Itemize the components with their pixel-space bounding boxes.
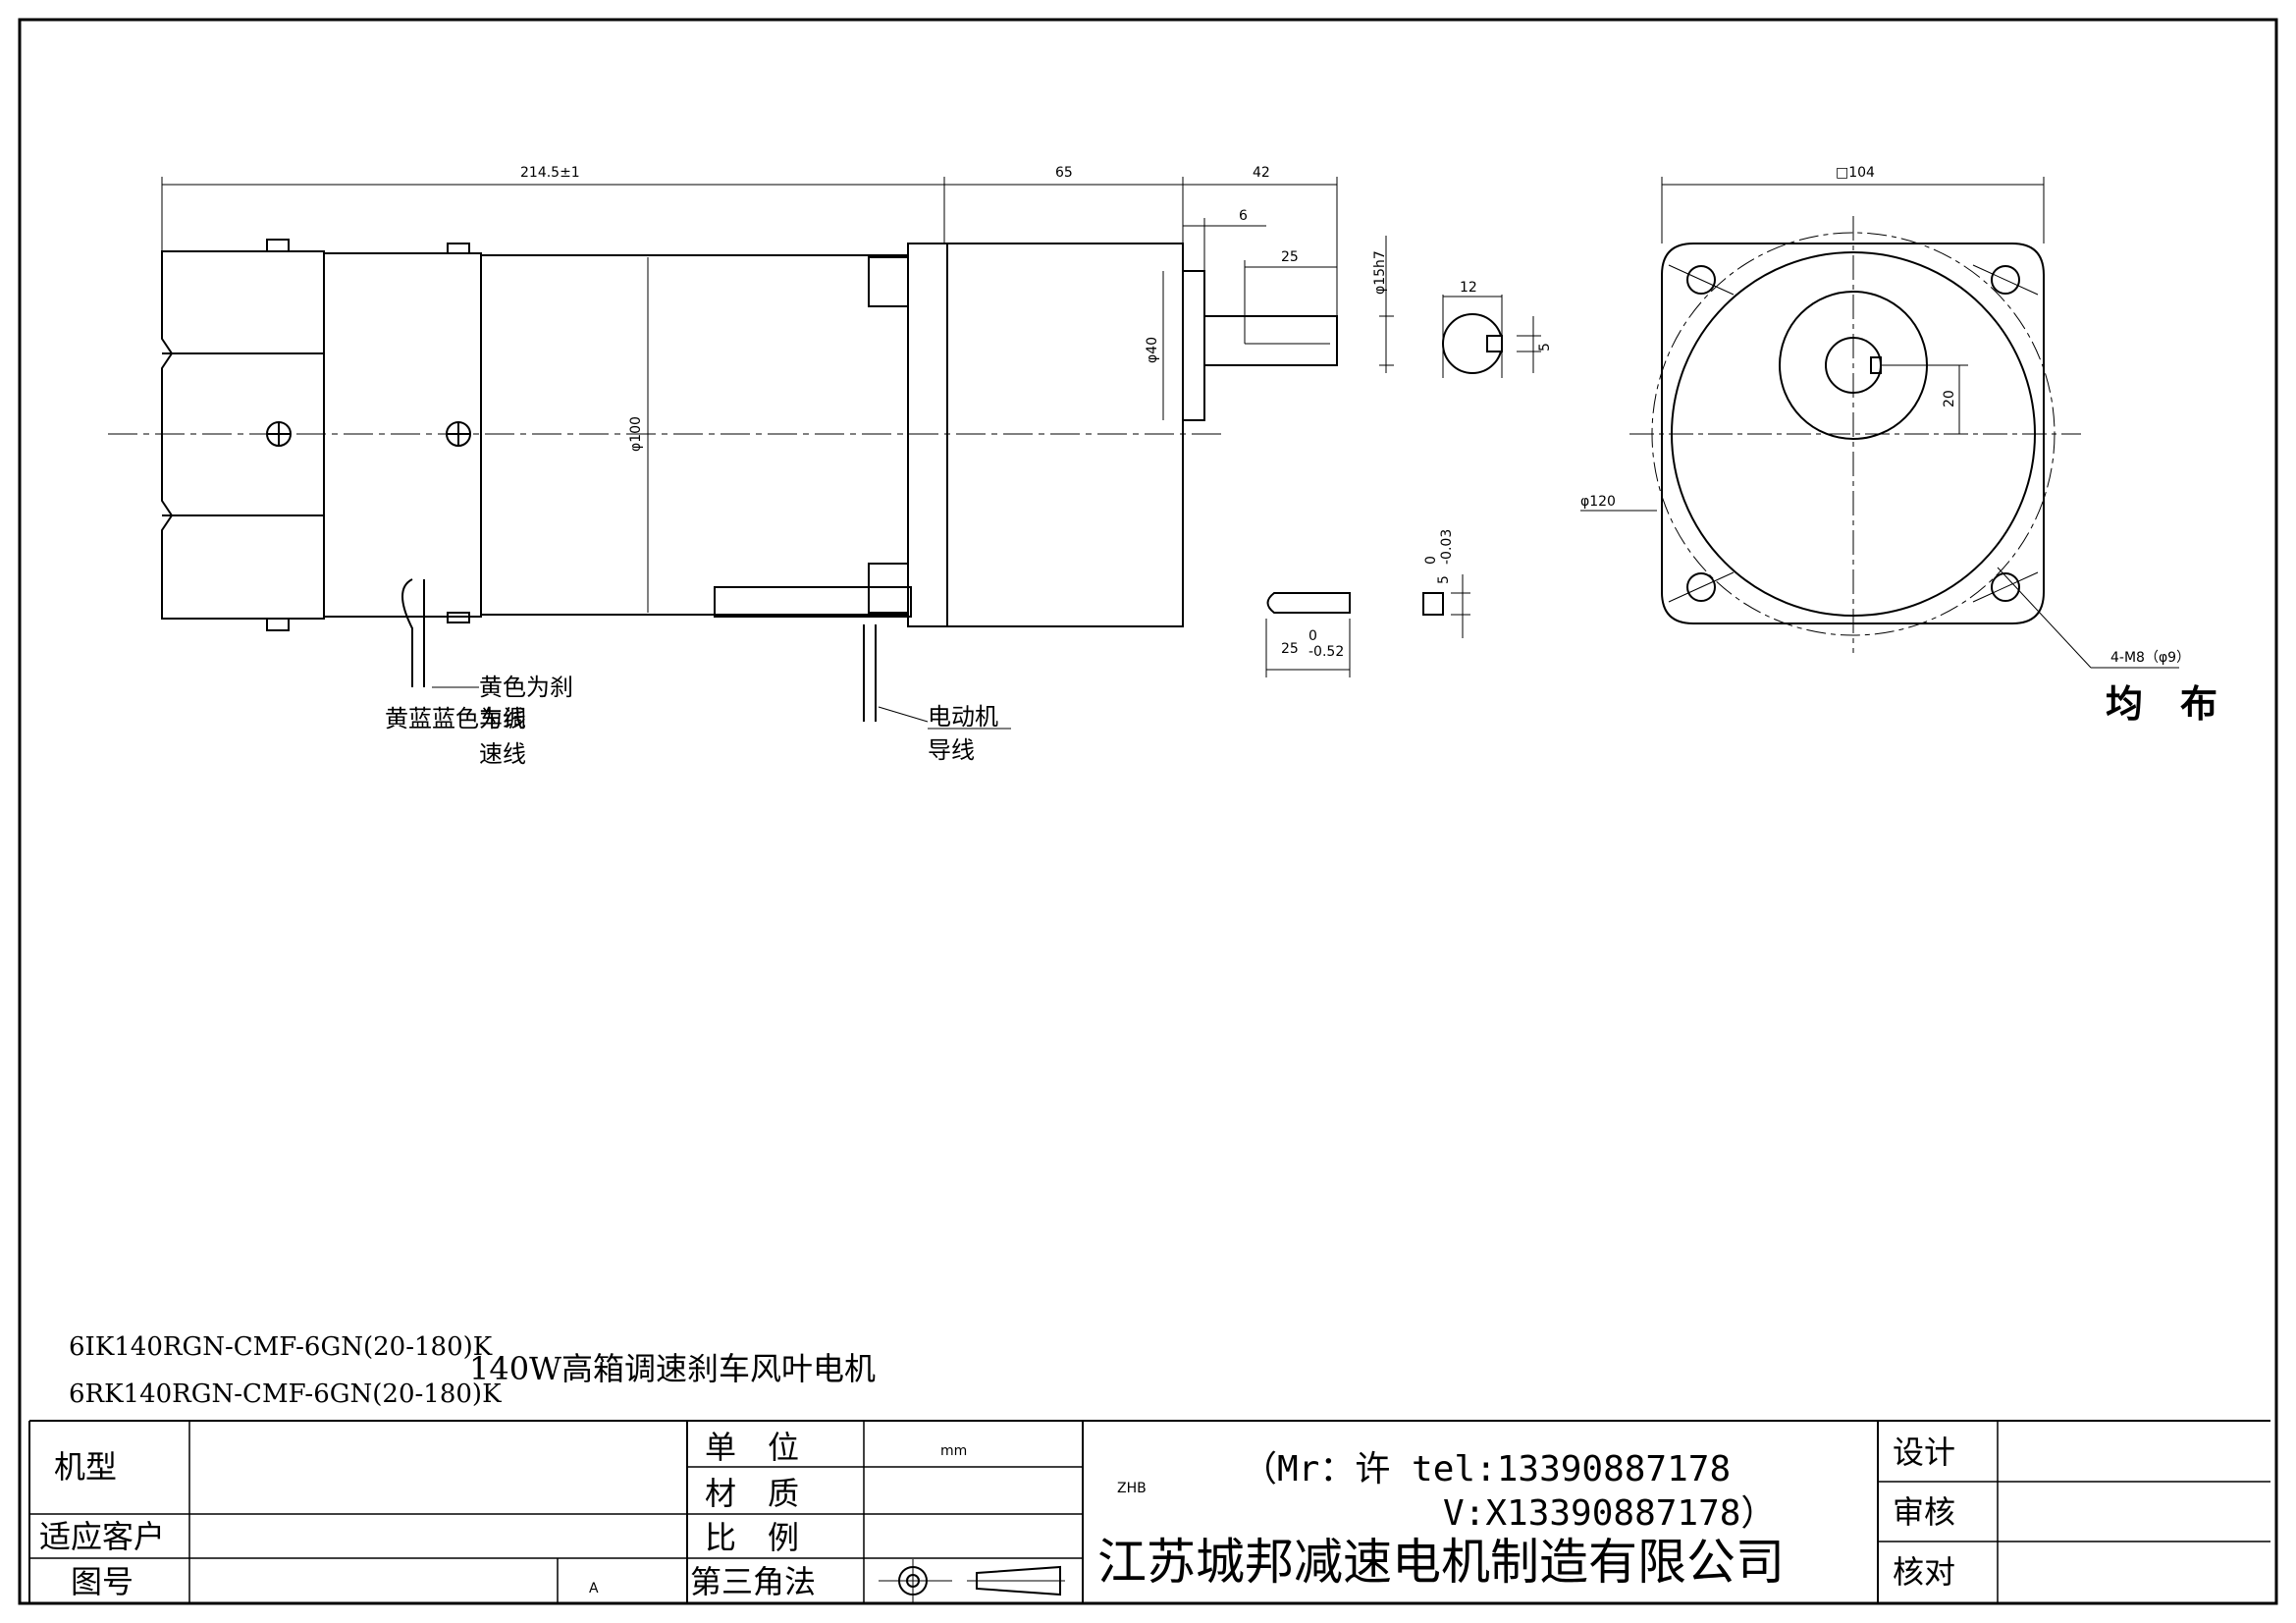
contact-1: （Mr：许 tel:13390887178	[1242, 1449, 1731, 1489]
label-scale: 比 例	[705, 1519, 799, 1556]
motor-body	[480, 254, 909, 616]
outer-border	[18, 18, 2278, 1605]
brake-wire	[401, 578, 413, 687]
label-drawing-no: 图号	[71, 1563, 133, 1600]
dim-bolt-circle: φ120	[1580, 494, 1616, 510]
label-unit: 单 位	[705, 1429, 799, 1466]
motor-wire-label-1: 电动机	[928, 703, 998, 730]
dim-shaft-length: 42	[1253, 165, 1270, 181]
key-height-dim: 5 0 -0.03	[1423, 529, 1455, 584]
dim-gearbox-length: 65	[1055, 165, 1073, 181]
projection-symbol-icon	[879, 1559, 1065, 1602]
svg-text:25: 25	[1281, 641, 1299, 657]
description: 140W高箱调速刹车风叶电机	[469, 1350, 876, 1387]
dim-key-width: 5	[1537, 343, 1553, 352]
speed-wire-label-2: 速线	[479, 740, 526, 768]
screw-bottom-1	[266, 618, 290, 631]
speed-wire-label-overlap: 黄蓝蓝色为调	[385, 705, 526, 732]
dim-shaft-diameter: φ15h7	[1372, 250, 1388, 295]
svg-text:0: 0	[1423, 556, 1439, 565]
title-block	[28, 1420, 2270, 1602]
output-shaft	[1203, 315, 1338, 366]
label-check: 核对	[1893, 1553, 1955, 1591]
contact-2: V:X13390887178）	[1443, 1493, 1776, 1534]
pilot	[1182, 270, 1205, 421]
dim-key-length: 25	[1281, 249, 1299, 265]
key-length-dim: 25 0 -0.52	[1281, 628, 1344, 660]
gearbox-body	[946, 243, 1184, 627]
hole-tr	[1991, 265, 2020, 295]
dim-holes: 4-M8（φ9）	[2110, 650, 2190, 666]
hole-br	[1991, 572, 2020, 602]
bolt-top	[868, 256, 909, 307]
gearbox-flange	[907, 243, 948, 627]
dim-overall-length: 214.5±1	[520, 165, 580, 181]
label-review: 审核	[1893, 1493, 1955, 1531]
label-material: 材 质	[705, 1475, 799, 1512]
label-design: 设计	[1893, 1434, 1955, 1471]
model-2: 6RK140RGN-CMF-6GN(20-180)K	[69, 1380, 502, 1409]
company-name: 江苏城邦减速电机制造有限公司	[1097, 1534, 1785, 1591]
unit-value: mm	[940, 1443, 967, 1459]
svg-text:5: 5	[1436, 575, 1452, 584]
dim-body-diameter: φ100	[628, 416, 644, 452]
dim-shaft-offset: 20	[1942, 390, 1957, 407]
brand: ZHB	[1117, 1481, 1147, 1496]
fan-cover	[161, 250, 325, 620]
svg-text:-0.03: -0.03	[1439, 529, 1455, 565]
bolt-bottom	[868, 563, 909, 614]
flange-square	[1661, 243, 2045, 624]
brake-wire-label-1: 黄色为刹	[479, 674, 573, 701]
shaft-section	[1442, 295, 1541, 378]
screw-top-1	[266, 239, 290, 252]
dim-shaft-flat: 12	[1460, 280, 1477, 296]
holes-note: 均 布	[2106, 682, 2217, 726]
hole-tl	[1686, 265, 1716, 295]
wire-labels: 黄色为刹 黄蓝蓝色为调 车线 速线 电动机 导线	[385, 674, 1011, 768]
terminal-box	[714, 586, 912, 618]
screw-top-2	[447, 243, 470, 254]
svg-text:0: 0	[1308, 628, 1317, 644]
hole-bl	[1686, 572, 1716, 602]
dim-shaft-step: 6	[1239, 208, 1248, 224]
key-views	[1265, 574, 1470, 677]
brake-wire-label-2: 车线	[479, 705, 526, 732]
label-projection: 第三角法	[690, 1563, 816, 1600]
side-dimensions	[161, 177, 1394, 420]
model-1: 6IK140RGN-CMF-6GN(20-180)K	[69, 1332, 493, 1362]
side-view	[108, 239, 1338, 722]
front-dimensions	[1580, 177, 2179, 669]
drawing-no-value: A	[589, 1581, 599, 1596]
label-customer: 适应客户	[39, 1518, 165, 1555]
label-model: 机型	[54, 1448, 117, 1486]
dim-pilot-diameter: φ40	[1145, 337, 1160, 363]
motor-wire-label-2: 导线	[928, 736, 975, 764]
dim-flange-square: □104	[1836, 165, 1875, 181]
svg-text:-0.52: -0.52	[1308, 644, 1344, 660]
front-view	[1629, 216, 2081, 653]
